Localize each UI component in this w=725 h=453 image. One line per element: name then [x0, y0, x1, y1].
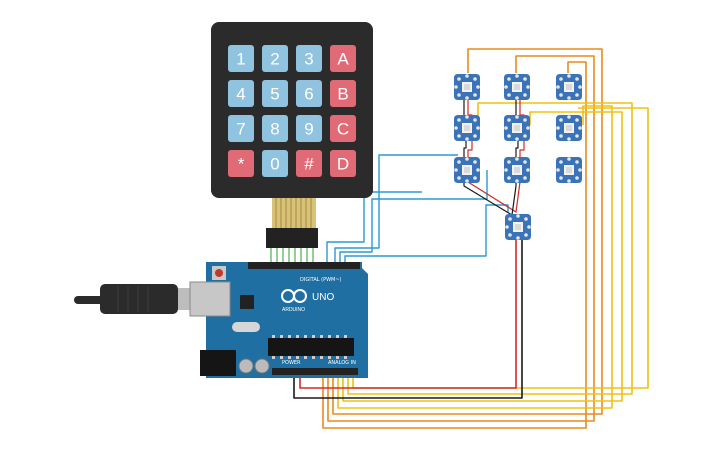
keypad-key-label: D: [337, 155, 349, 174]
wire-yellow-4[interactable]: [352, 107, 649, 389]
usb-cord: [74, 296, 104, 304]
keypad-key-5[interactable]: 5: [262, 80, 288, 107]
neopixel-1[interactable]: [504, 74, 530, 100]
chip-pins: [272, 335, 347, 359]
keypad-key-3[interactable]: 3: [296, 45, 322, 72]
arduino-uno[interactable]: UNO ARDUINO DIGITAL (PWM~) POWER ANALOG …: [189, 262, 368, 378]
analog-label: ANALOG IN: [328, 360, 356, 366]
keypad-connector: [266, 228, 318, 248]
wire-orange-3[interactable]: [332, 48, 603, 415]
arduino-logo-icon: [281, 289, 307, 303]
neopixel-5[interactable]: [556, 115, 582, 141]
keypad-key-0[interactable]: 0: [262, 150, 288, 177]
arduino-model: UNO: [312, 292, 334, 303]
keypad-key-label: 0: [270, 155, 279, 174]
wire-orange-2[interactable]: [327, 55, 595, 422]
digital-label: DIGITAL (PWM~): [300, 277, 342, 283]
wire-yellow-1[interactable]: [337, 105, 613, 409]
capacitor-1: [238, 358, 254, 374]
neopixel-7[interactable]: [504, 157, 530, 183]
wire-yellow-2[interactable]: [342, 111, 623, 402]
power-label: POWER: [282, 360, 301, 366]
keypad-key-4[interactable]: 4: [228, 80, 254, 107]
neopixel-array: [454, 74, 582, 240]
wire-black-gnd[interactable]: [293, 240, 523, 399]
keypad-key-label: 9: [304, 120, 313, 139]
wire-blue-3[interactable]: [344, 204, 509, 262]
wire-yellow-3[interactable]: [347, 102, 633, 395]
keypad-key-9[interactable]: 9: [296, 115, 322, 142]
keypad-key-label: A: [337, 50, 349, 69]
keypad-key-a[interactable]: A: [330, 45, 356, 72]
digital-header: [248, 262, 360, 269]
keypad-flat-cable: [272, 198, 316, 228]
keypad-key-label: 3: [304, 50, 313, 69]
keypad-key-label: B: [337, 85, 348, 104]
neopixel-9[interactable]: [505, 214, 531, 240]
keypad-key-label: 8: [270, 120, 279, 139]
neopixel-3[interactable]: [454, 115, 480, 141]
small-chip: [240, 295, 254, 309]
keypad-key-c[interactable]: C: [330, 115, 356, 142]
neopixel-0[interactable]: [454, 74, 480, 100]
keypad-key-label: 4: [236, 85, 245, 104]
arduino-brand: ARDUINO: [282, 307, 305, 313]
usb-cable[interactable]: [74, 284, 208, 314]
keypad-key-star[interactable]: *: [228, 150, 254, 177]
keypad-key-1[interactable]: 1: [228, 45, 254, 72]
keypad-key-7[interactable]: 7: [228, 115, 254, 142]
keypad-key-label: 1: [236, 50, 245, 69]
usb-plug-body: [100, 284, 178, 314]
wire-blue-1[interactable]: [334, 154, 458, 262]
usb-jack: [189, 281, 231, 317]
keypad-key-label: 6: [304, 85, 313, 104]
keypad-key-label: #: [304, 155, 314, 174]
keypad-key-b[interactable]: B: [330, 80, 356, 107]
keypad-key-label: 5: [270, 85, 279, 104]
keypad-cable-traces: [275, 198, 312, 228]
keypad-key-label: 7: [236, 120, 245, 139]
crystal: [232, 322, 260, 332]
power-analog-header: [272, 368, 358, 375]
power-jack: [200, 350, 236, 376]
neopixel-8[interactable]: [556, 157, 582, 183]
keypad-4x4[interactable]: 1 2 3 A 4 5 6 B 7 8 9 C * 0 # D: [211, 22, 373, 248]
keypad-key-2[interactable]: 2: [262, 45, 288, 72]
reset-button[interactable]: [215, 269, 223, 277]
capacitor-2: [254, 358, 270, 374]
wire-red-power[interactable]: [299, 240, 517, 389]
keypad-key-label: *: [238, 155, 245, 174]
wire-orange-1[interactable]: [322, 61, 587, 429]
neopixel-2[interactable]: [556, 74, 582, 100]
keypad-key-hash[interactable]: #: [296, 150, 322, 177]
atmega-chip: [268, 338, 354, 356]
keypad-key-d[interactable]: D: [330, 150, 356, 177]
neopixel-6[interactable]: [454, 157, 480, 183]
neopixel-4[interactable]: [504, 115, 530, 141]
keypad-key-6[interactable]: 6: [296, 80, 322, 107]
usb-grip-lines: [117, 286, 149, 312]
keypad-key-8[interactable]: 8: [262, 115, 288, 142]
wire-blue-4[interactable]: [326, 191, 422, 262]
keypad-key-label: C: [337, 120, 349, 139]
keypad-key-label: 2: [270, 50, 279, 69]
keypad-keys: 1 2 3 A 4 5 6 B 7 8 9 C * 0 # D: [228, 45, 356, 177]
